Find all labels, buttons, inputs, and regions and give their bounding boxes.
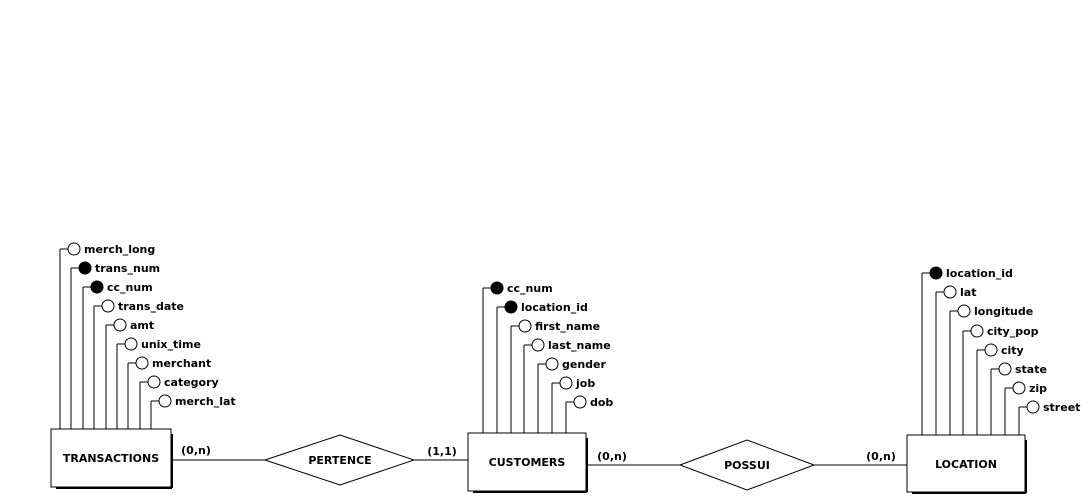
attribute-label: location_id (521, 301, 588, 314)
attribute-transactions-unix-time[interactable]: unix_time (116, 337, 201, 429)
attribute-label: first_name (535, 320, 600, 333)
attribute-transactions-trans-date[interactable]: trans_date (93, 299, 184, 429)
attribute-location-zip[interactable]: zip (1004, 381, 1047, 435)
key-attribute-marker (490, 281, 504, 295)
attribute-marker (559, 376, 573, 390)
entity-customers-label: CUSTOMERS (489, 456, 566, 469)
attribute-marker (970, 324, 984, 338)
attribute-label: dob (590, 396, 613, 409)
attribute-location-city-pop[interactable]: city_pop (962, 324, 1039, 435)
attribute-label: street (1043, 401, 1080, 414)
relationship-pertence[interactable]: PERTENCE (172, 434, 468, 486)
relationship-possui[interactable]: POSSUI (587, 439, 907, 491)
key-attribute-marker (504, 300, 518, 314)
attribute-location-state[interactable]: state (990, 362, 1047, 435)
attribute-marker (1026, 400, 1040, 414)
attribute-marker (67, 242, 81, 256)
attribute-label: trans_date (118, 300, 184, 313)
entity-transactions[interactable]: TRANSACTIONS (50, 428, 173, 489)
attribute-marker (158, 394, 172, 408)
attribute-marker (147, 375, 161, 389)
relationship-pertence-label: PERTENCE (308, 454, 371, 467)
attribute-marker (135, 356, 149, 370)
key-attribute-marker (929, 266, 943, 280)
cardinality-possui-customers: (0,n) (597, 450, 627, 463)
attribute-marker (545, 357, 559, 371)
attribute-label: state (1015, 363, 1047, 376)
attribute-customers-last-name[interactable]: last_name (523, 338, 611, 433)
attribute-transactions-amt[interactable]: amt (105, 318, 154, 429)
attribute-label: longitude (974, 305, 1033, 318)
attribute-customers-location-id[interactable]: location_id (496, 300, 588, 433)
attribute-label: unix_time (141, 338, 201, 351)
attribute-label: job (575, 377, 595, 390)
attribute-label: merchant (152, 357, 211, 370)
relationship-possui-label: POSSUI (724, 459, 770, 472)
attribute-label: merch_lat (175, 395, 236, 408)
attribute-label: last_name (548, 339, 611, 352)
attribute-customers-gender[interactable]: gender (537, 357, 607, 433)
attribute-label: lat (960, 286, 976, 299)
attribute-marker (998, 362, 1012, 376)
attribute-marker (984, 343, 998, 357)
cardinality-pertence-customers: (1,1) (427, 445, 457, 458)
attribute-label: city (1001, 344, 1024, 357)
attribute-label: zip (1029, 382, 1047, 395)
cardinality-possui-location: (0,n) (866, 450, 896, 463)
attribute-transactions-merch-lat[interactable]: merch_lat (150, 394, 236, 429)
attribute-marker (531, 338, 545, 352)
attribute-label: cc_num (107, 281, 153, 294)
attribute-marker (573, 395, 587, 409)
attribute-location-lat[interactable]: lat (935, 285, 976, 435)
attribute-marker (943, 285, 957, 299)
attribute-label: merch_long (84, 243, 155, 256)
attribute-label: cc_num (507, 282, 553, 295)
attribute-transactions-merch-long[interactable]: merch_long (59, 242, 155, 429)
attribute-label: trans_num (95, 262, 160, 275)
attribute-label: amt (130, 319, 154, 332)
attribute-marker (957, 304, 971, 318)
attribute-location-location-id[interactable]: location_id (921, 266, 1013, 435)
attribute-location-street[interactable]: street (1018, 400, 1080, 435)
entity-transactions-label: TRANSACTIONS (63, 452, 159, 465)
attribute-location-longitude[interactable]: longitude (949, 304, 1033, 435)
attribute-marker (124, 337, 138, 351)
attribute-transactions-merchant[interactable]: merchant (127, 356, 211, 429)
attribute-location-city[interactable]: city (976, 343, 1024, 435)
attribute-customers-first-name[interactable]: first_name (510, 319, 600, 433)
attribute-customers-cc-num[interactable]: cc_num (482, 281, 553, 433)
entity-location-label: LOCATION (935, 458, 997, 471)
attribute-transactions-category[interactable]: category (139, 375, 219, 429)
attribute-marker (518, 319, 532, 333)
attribute-marker (101, 299, 115, 313)
attribute-transactions-cc-num[interactable]: cc_num (82, 280, 153, 429)
attribute-customers-job[interactable]: job (551, 376, 595, 433)
key-attribute-marker (90, 280, 104, 294)
attribute-marker (113, 318, 127, 332)
key-attribute-marker (78, 261, 92, 275)
attribute-label: gender (562, 358, 607, 371)
attribute-customers-dob[interactable]: dob (565, 395, 613, 433)
attribute-transactions-trans-num[interactable]: trans_num (70, 261, 160, 429)
entity-location[interactable]: LOCATION (906, 434, 1027, 494)
attribute-label: location_id (946, 267, 1013, 280)
attribute-label: city_pop (987, 325, 1039, 338)
entity-customers[interactable]: CUSTOMERS (467, 432, 588, 493)
attribute-label: category (164, 376, 219, 389)
attribute-marker (1012, 381, 1026, 395)
cardinality-pertence-transactions: (0,n) (181, 444, 211, 457)
